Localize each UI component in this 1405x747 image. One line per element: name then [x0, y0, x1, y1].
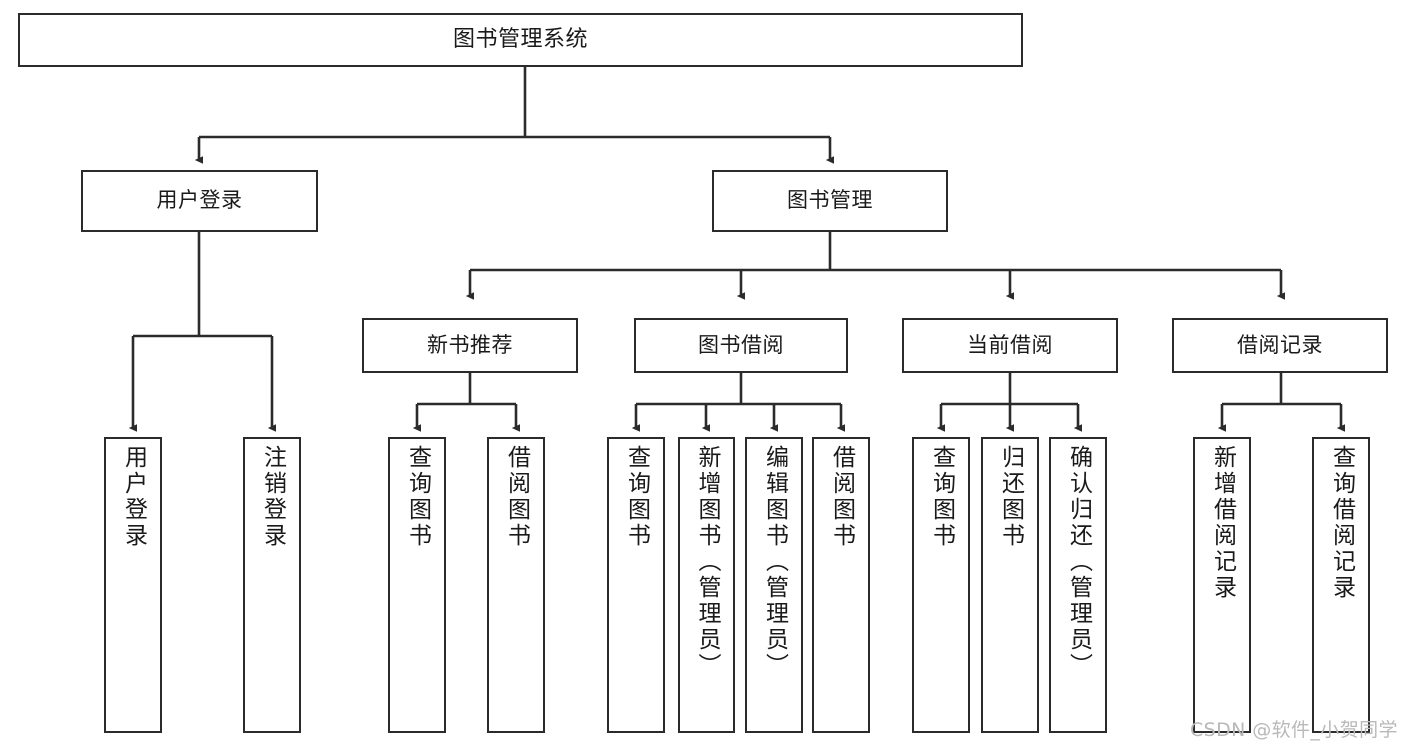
node-leaf-add-borrow-record[interactable]: 新增借阅记录 [1193, 437, 1251, 733]
node-leaf-edit-book-admin[interactable]: 编辑图书（管理员） [745, 437, 803, 733]
node-leaf-query-borrow-record[interactable]: 查询借阅记录 [1312, 437, 1370, 733]
node-leaf-borrow-book[interactable]: 借阅图书 [812, 437, 870, 733]
node-label: 新增图书（管理员） [694, 445, 720, 679]
watermark-text: CSDN @软件_小贺同学 [1190, 719, 1398, 741]
node-label: 编辑图书（管理员） [761, 445, 788, 679]
node-label: 用户登录 [156, 188, 243, 213]
node-label: 借阅图书 [828, 445, 855, 549]
node-label: 查询图书 [928, 445, 955, 549]
node-leaf-query-book-current[interactable]: 查询图书 [912, 437, 970, 733]
node-label: 图书借阅 [698, 332, 784, 357]
node-new-book-recommend[interactable]: 新书推荐 [362, 318, 578, 373]
node-label: 查询图书 [623, 445, 650, 549]
node-leaf-return-book[interactable]: 归还图书 [981, 437, 1039, 733]
node-label: 借阅图书 [503, 445, 530, 549]
node-leaf-user-login[interactable]: 用户登录 [104, 437, 162, 733]
node-current-borrow[interactable]: 当前借阅 [902, 318, 1118, 373]
node-user-login[interactable]: 用户登录 [81, 170, 318, 232]
node-leaf-query-book-borrow[interactable]: 查询图书 [607, 437, 665, 733]
node-root-book-management-system[interactable]: 图书管理系统 [18, 13, 1023, 67]
node-label: 新书推荐 [427, 332, 513, 357]
node-label: 新增借阅记录 [1209, 445, 1236, 601]
node-leaf-query-book-recommend[interactable]: 查询图书 [388, 437, 446, 733]
node-leaf-user-logout[interactable]: 注销登录 [243, 437, 301, 733]
node-leaf-confirm-return-admin[interactable]: 确认归还（管理员） [1049, 437, 1107, 733]
node-book-borrow[interactable]: 图书借阅 [634, 318, 848, 373]
node-borrow-record[interactable]: 借阅记录 [1172, 318, 1388, 373]
node-label: 用户登录 [120, 445, 147, 549]
node-leaf-add-book-admin[interactable]: 新增图书（管理员） [678, 437, 735, 733]
node-leaf-borrow-book-recommend[interactable]: 借阅图书 [487, 437, 545, 733]
node-label: 借阅记录 [1237, 332, 1323, 357]
node-label: 注销登录 [259, 445, 286, 549]
node-label: 图书管理 [787, 188, 873, 213]
node-book-management[interactable]: 图书管理 [712, 170, 948, 232]
node-label: 当前借阅 [967, 332, 1053, 357]
node-label: 查询图书 [404, 445, 431, 549]
node-label: 图书管理系统 [452, 26, 588, 52]
node-label: 确认归还（管理员） [1065, 445, 1092, 679]
node-label: 查询借阅记录 [1328, 445, 1355, 601]
node-label: 归还图书 [997, 445, 1024, 549]
